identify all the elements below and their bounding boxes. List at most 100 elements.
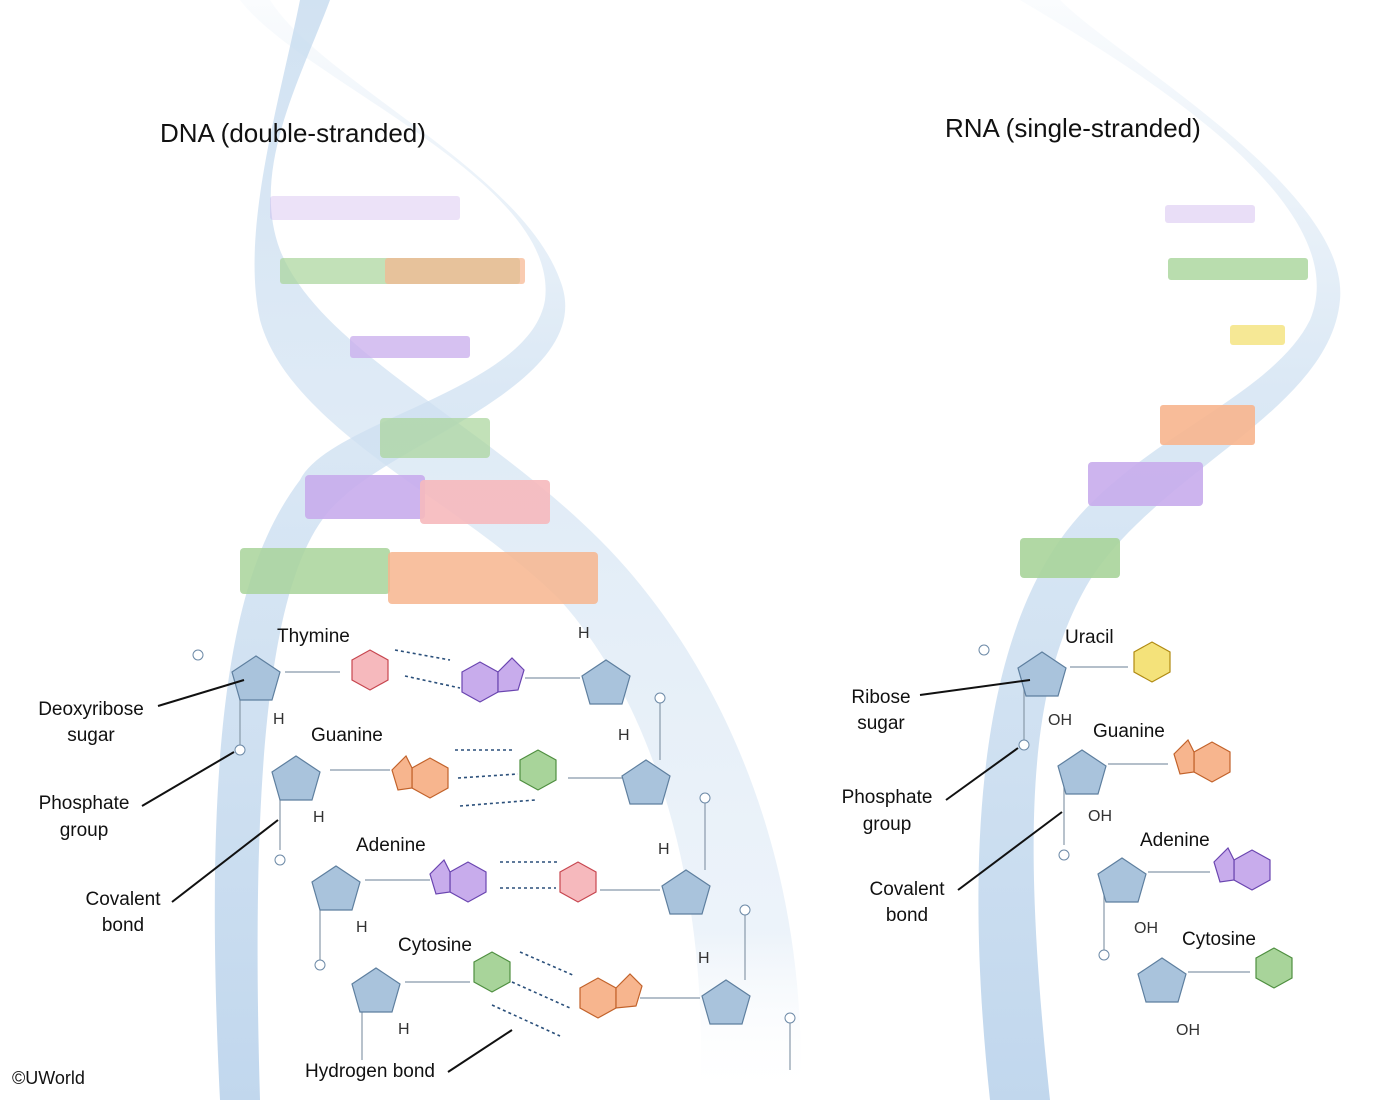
phosphate-group: [234, 744, 246, 756]
rna-rung: [1088, 462, 1203, 506]
ribose-label-line2: sugar: [857, 713, 905, 734]
sugar-ring: [661, 869, 711, 915]
leader-line: [157, 679, 245, 707]
uracil-ring: [1133, 641, 1171, 683]
guanine-ring: [391, 754, 413, 791]
leader-line: [447, 1029, 513, 1073]
rna-base-label-uracil: Uracil: [1065, 627, 1114, 648]
adenine-ring: [429, 858, 451, 895]
sugar-substituent: H: [398, 1021, 410, 1038]
rna-helix: [978, 0, 1341, 1100]
phosphate-label-line2: group: [60, 820, 109, 841]
sugar-ring: [271, 755, 321, 801]
sugar-ring: [701, 979, 751, 1025]
sugar-substituent: H: [618, 727, 630, 744]
dna-base-label-guanine: Guanine: [311, 725, 383, 746]
guanine-ring: [411, 757, 449, 799]
copyright-notice: ©UWorld: [12, 1068, 85, 1088]
sugar-substituent: OH: [1134, 920, 1158, 937]
cytosine-ring: [1255, 947, 1293, 989]
sugar-substituent: H: [698, 950, 710, 967]
rna-sugar-substituents: OH OH OH OH: [1048, 712, 1200, 1039]
adenine-ring: [1213, 846, 1235, 883]
phosphate-group: [274, 854, 286, 866]
guanine-ring: [579, 977, 617, 1019]
dna-backbone-front: [254, 0, 801, 1100]
adenine-ring: [449, 861, 487, 903]
rna-phosphates: [978, 644, 1110, 961]
rna-callouts: Ribose sugar Phosphate group Covalent bo…: [842, 679, 1063, 926]
leader-line: [919, 679, 1031, 696]
sugar-ring: [1137, 957, 1187, 1003]
covalent-label-line1: Covalent: [86, 889, 162, 910]
dna-base-label-cytosine: Cytosine: [398, 935, 472, 956]
deoxyribose-label-line1: Deoxyribose: [38, 699, 144, 720]
rna-base-label-cytosine: Cytosine: [1182, 929, 1256, 950]
rna-rung: [1160, 405, 1255, 445]
dna-sugar-substituents: H H H H H H H H: [273, 625, 710, 1038]
sugar-ring: [231, 655, 281, 701]
rna-rung: [1168, 258, 1308, 280]
phosphate-group: [784, 1012, 796, 1024]
sugar-substituent: OH: [1088, 808, 1112, 825]
sugar-substituent: H: [578, 625, 590, 642]
sugar-substituent: OH: [1176, 1022, 1200, 1039]
cytosine-ring: [473, 951, 511, 993]
cytosine-ring: [519, 749, 557, 791]
phosphate-group: [192, 649, 204, 661]
dna-rung: [305, 475, 425, 519]
phosphate-label-line1: Phosphate: [39, 793, 130, 814]
dna-base-label-adenine: Adenine: [356, 835, 426, 856]
thymine-ring: [559, 861, 597, 903]
dna-rung: [240, 548, 390, 594]
sugar-ring: [621, 759, 671, 805]
phosphate-group: [314, 959, 326, 971]
dna-phosphates: [192, 649, 796, 1024]
dna-hydrogen-bonds: [394, 649, 576, 1037]
sugar-substituent: H: [356, 919, 368, 936]
sugar-ring: [581, 659, 631, 705]
rna-molecular-detail: [1023, 666, 1250, 973]
leader-line: [171, 819, 279, 903]
hydrogen-bond-label: Hydrogen bond: [305, 1061, 435, 1082]
sugar-ring: [311, 865, 361, 911]
sugar-ring: [1097, 857, 1147, 903]
thymine-ring: [351, 649, 389, 691]
dna-rung: [388, 552, 598, 604]
dna-rung: [385, 258, 525, 284]
sugar-ring: [351, 967, 401, 1013]
adenine-ring: [497, 657, 525, 693]
phosphate-label-line1: Phosphate: [842, 787, 933, 808]
dna-base-label-thymine: Thymine: [277, 626, 350, 647]
adenine-ring: [1233, 849, 1271, 891]
phosphate-group: [1098, 949, 1110, 961]
rna-rung: [1020, 538, 1120, 578]
dna-title: DNA (double-stranded): [160, 118, 426, 148]
dna-sugars: [231, 655, 751, 1025]
covalent-label-line2: bond: [886, 905, 928, 926]
sugar-substituent: H: [273, 711, 285, 728]
leader-line: [957, 811, 1063, 891]
dna-rung: [420, 480, 550, 524]
sugar-substituent: OH: [1048, 712, 1072, 729]
covalent-label-line2: bond: [102, 915, 144, 936]
rna-base-label-guanine: Guanine: [1093, 721, 1165, 742]
rna-sugars: [1017, 651, 1187, 1003]
rna-backbone: [978, 0, 1341, 1100]
rna-rung: [1165, 205, 1255, 223]
rna-title: RNA (single-stranded): [945, 113, 1201, 143]
guanine-ring: [1193, 741, 1231, 783]
covalent-label-line1: Covalent: [870, 879, 946, 900]
sugar-ring: [1017, 651, 1067, 697]
phosphate-group: [739, 904, 751, 916]
guanine-ring: [1173, 738, 1195, 775]
sugar-ring: [1057, 749, 1107, 795]
leader-line: [945, 747, 1019, 801]
phosphate-group: [1018, 739, 1030, 751]
guanine-ring: [615, 973, 643, 1009]
rna-bases: [1133, 641, 1293, 989]
deoxyribose-label-line2: sugar: [67, 725, 115, 746]
rna-base-label-adenine: Adenine: [1140, 830, 1210, 851]
ribose-label-line1: Ribose: [851, 687, 910, 708]
